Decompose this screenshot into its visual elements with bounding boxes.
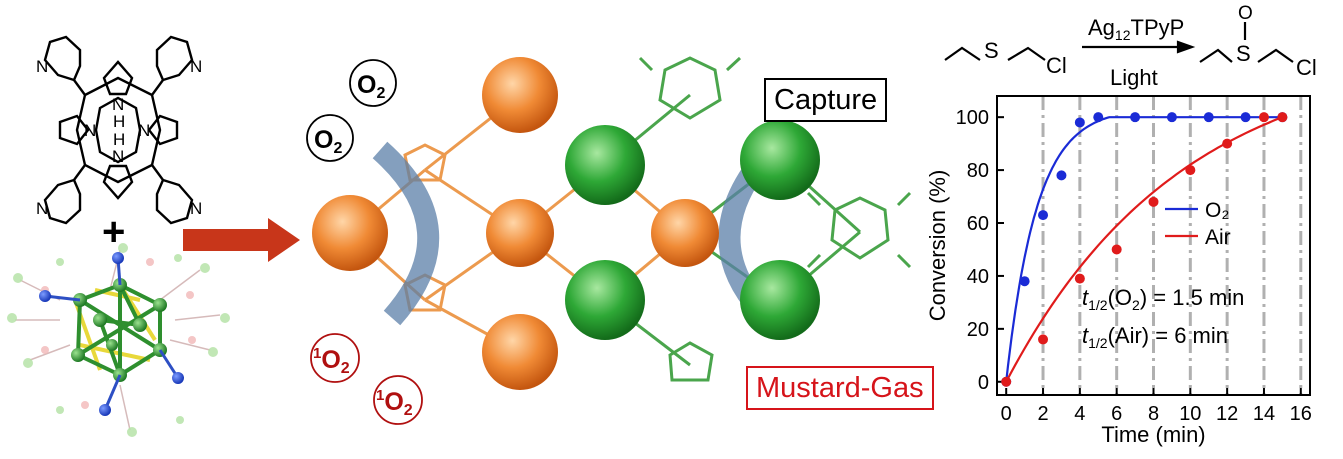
data-point-s1-8 [1277, 112, 1288, 123]
singlet-o2-label-2: 1O2 [376, 387, 413, 419]
core-n-top: N [112, 95, 124, 114]
core-h-bot: H [113, 130, 125, 149]
data-point-s1-7 [1258, 112, 1269, 123]
o2-label-top: O2 [357, 71, 385, 102]
x-tick-label-2: 4 [1074, 403, 1085, 425]
legend-label-0: O₂ [1205, 199, 1230, 222]
data-point-s0-4 [1074, 117, 1085, 128]
halflife-annotation-0: t1/2(O2) = 1.5 min [1082, 285, 1244, 313]
orange-cluster-left [312, 195, 388, 271]
data-point-s0-9 [1240, 112, 1251, 123]
x-axis-label: Time (min) [1101, 422, 1205, 447]
x-tick-label-7: 14 [1253, 403, 1275, 425]
green-cluster-4 [740, 260, 820, 340]
legend-label-1: Air [1205, 226, 1231, 249]
catalyst-label: Ag12TPyP [1088, 15, 1184, 43]
series-line-1 [1005, 116, 1283, 383]
ag12-cluster [7, 243, 230, 437]
green-cluster-3 [740, 120, 820, 200]
product-oxygen: O [1238, 3, 1253, 24]
x-tick-label-8: 16 [1290, 403, 1312, 425]
core-h-top: H [113, 112, 125, 131]
orange-cluster-top [482, 57, 558, 133]
data-point-s0-3 [1056, 170, 1067, 181]
x-tick-label-1: 2 [1037, 403, 1048, 425]
y-tick-label-4: 80 [967, 160, 989, 182]
data-point-s1-5 [1185, 165, 1196, 176]
green-clusters [565, 120, 820, 340]
data-point-s1-6 [1222, 138, 1233, 149]
data-point-s0-1 [1019, 276, 1030, 287]
data-point-s0-6 [1130, 112, 1141, 123]
reaction-text: S Cl Ag12TPyP Light O S Cl [984, 3, 1317, 90]
x-tick-label-0: 0 [1001, 403, 1012, 425]
synthesis-arrow [183, 218, 300, 262]
data-point-s1-3 [1111, 244, 1122, 255]
orange-cluster-bottom [482, 314, 558, 390]
x-tick-label-4: 8 [1148, 403, 1159, 425]
data-point-s1-2 [1074, 273, 1085, 284]
x-tick-label-3: 6 [1111, 403, 1122, 425]
y-tick-label-2: 40 [967, 266, 989, 288]
x-tick-label-5: 10 [1179, 403, 1201, 425]
y-tick-label-5: 100 [956, 107, 989, 129]
product-sulfur: S [1236, 41, 1251, 66]
data-point-s1-0 [1001, 376, 1012, 387]
halflife-annotation-1: t1/2(Air) = 6 min [1082, 323, 1228, 351]
condition-label: Light [1110, 65, 1158, 90]
data-point-s1-1 [1038, 334, 1049, 345]
green-cluster-1 [565, 125, 645, 205]
porphyrin-structure [43, 35, 194, 225]
orange-cluster-center [486, 199, 554, 267]
y-tick-label-0: 0 [978, 372, 989, 394]
core-n-left: N [84, 121, 96, 140]
reaction-scheme [944, 22, 1294, 63]
capture-swoosh-left [372, 141, 440, 326]
data-point-s0-8 [1203, 112, 1214, 123]
y-tick-label-3: 60 [967, 213, 989, 235]
pyridyl-n-bl: N [36, 199, 48, 218]
o2-label-mid: O2 [314, 126, 342, 157]
orange-clusters [312, 57, 719, 390]
pyridyl-n-tl: N [36, 57, 48, 76]
reactant-sulfur: S [984, 38, 999, 63]
product-chlorine: Cl [1296, 55, 1317, 80]
oxygen-molecules: O2 O2 [306, 59, 397, 162]
data-point-s0-7 [1166, 112, 1177, 123]
plus-sign: + [102, 210, 125, 254]
pyridyl-n-tr: N [190, 57, 202, 76]
data-point-s1-4 [1148, 196, 1159, 207]
green-cluster-2 [565, 260, 645, 340]
pyridyl-n-br: N [190, 199, 202, 218]
y-tick-label-1: 20 [967, 319, 989, 341]
core-n-right: N [138, 121, 150, 140]
singlet-oxygen-molecules: 1O2 1O2 [310, 333, 423, 425]
x-tick-label-6: 12 [1216, 403, 1238, 425]
core-n-bot: N [112, 147, 124, 166]
singlet-o2-label-1: 1O2 [313, 345, 350, 377]
capture-label: Capture [764, 78, 888, 122]
orange-cluster-right [651, 199, 719, 267]
series-line-0 [1005, 116, 1283, 382]
data-point-s0-5 [1093, 112, 1104, 123]
data-point-s0-2 [1038, 210, 1049, 221]
mustard-gas-label: Mustard-Gas [746, 366, 934, 410]
y-axis-label: Conversion (%) [925, 170, 950, 322]
reactant-chlorine: Cl [1046, 53, 1067, 78]
porphyrin-atom-labels: N N N N N H N N H N [36, 57, 202, 218]
